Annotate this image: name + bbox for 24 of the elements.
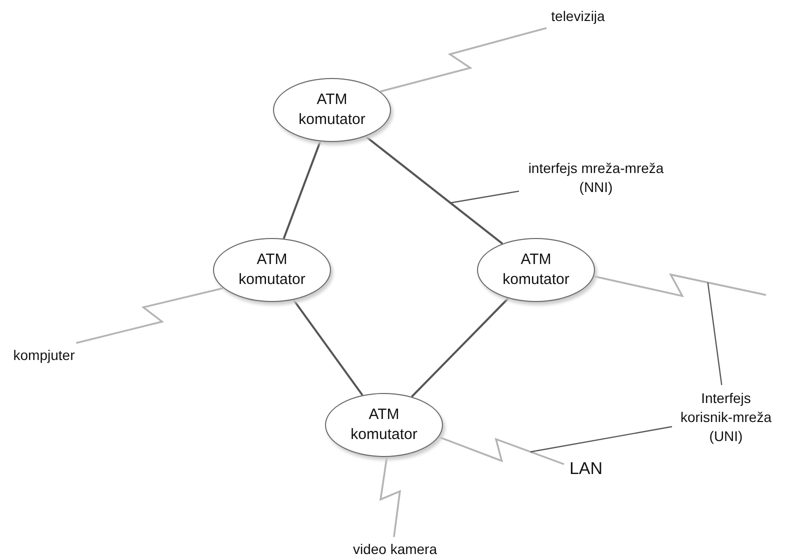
node-label: ATM komutator <box>238 250 306 290</box>
lightning-link <box>594 273 766 298</box>
connector-line <box>364 136 504 244</box>
label-text: televizija <box>551 6 605 26</box>
label-text: Interfejs korisnik-mreža (UNI) <box>679 388 772 446</box>
lightning-link <box>380 27 547 92</box>
label-text: interfejs mreža-mreža (NNI) <box>527 159 665 197</box>
label-text: LAN <box>569 459 603 479</box>
lightning-link <box>76 287 224 344</box>
node-label: ATM komutator <box>298 90 366 130</box>
connector-line <box>410 298 510 398</box>
node-label: ATM komutator <box>502 250 570 290</box>
connector-line <box>282 141 322 239</box>
leader-line <box>707 282 722 386</box>
lightning-link <box>438 436 564 466</box>
label-text: video kamera <box>352 540 438 558</box>
lightning-link <box>379 456 402 538</box>
node-label: ATM komutator <box>350 405 418 445</box>
connector-line <box>292 299 364 396</box>
leader-line <box>530 426 672 452</box>
label-text: kompjuter <box>13 346 75 364</box>
switch-ellipse <box>477 238 595 302</box>
switch-ellipse <box>325 393 443 457</box>
leader-line <box>450 190 520 204</box>
